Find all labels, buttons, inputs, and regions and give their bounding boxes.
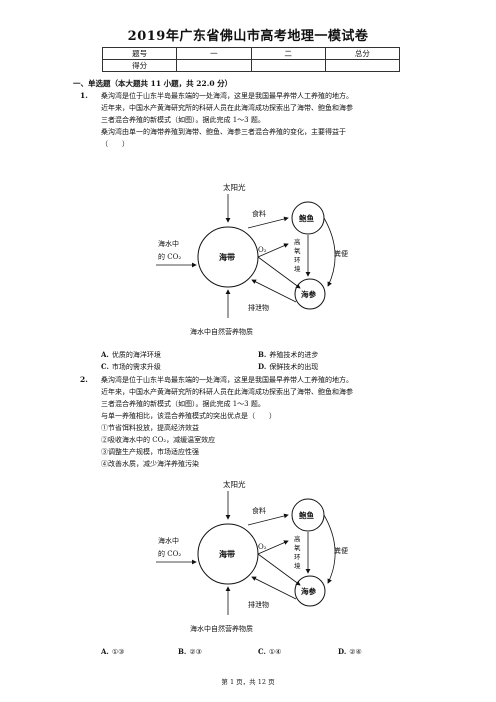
statement-line: ①节省饵料投放，提高经济效益 <box>101 424 199 432</box>
option-letter: B. <box>258 350 267 359</box>
option-letter: A. <box>101 647 109 656</box>
abalone-label: 鲍鱼 <box>299 213 314 223</box>
option-letter: A. <box>101 350 109 359</box>
seawater-co2-label: 的 CO₂ <box>158 549 181 558</box>
section-heading: 一、单选题（本大题共 11 小题，共 22.0 分） <box>73 79 233 88</box>
option-c[interactable]: C.市场的需求升级 <box>101 362 161 372</box>
high-oxygen-label: 高 <box>294 534 301 543</box>
feces-label: 粪便 <box>334 249 348 258</box>
score-table: 题号 一 二 总分 得分 <box>101 47 401 72</box>
kelp-mixed-farming-diagram: 太阳光 海水中 的 CO₂ 海带 食料 O₂ 鲍鱼 高 氧 环 境 粪便 海参 … <box>156 182 348 336</box>
table-row: 题号 一 二 总分 <box>101 47 401 60</box>
feed-arrow <box>247 513 289 526</box>
option-text: 优质的海洋环境 <box>111 351 161 359</box>
high-oxygen-label: 环 <box>294 256 301 264</box>
o2-label: O₂ <box>258 543 267 551</box>
option-letter: D. <box>338 647 347 656</box>
statement-line: ③调整生产规模，市场适应性强 <box>101 448 199 456</box>
o2-arrow-to-abalone <box>257 243 289 258</box>
o2-arrow-to-sea-cucumber <box>257 553 301 586</box>
option-text: 市场的需求升级 <box>111 363 161 371</box>
question-number: 2. <box>80 375 88 384</box>
o2-label: O₂ <box>258 246 267 254</box>
feed-label: 食料 <box>252 506 266 515</box>
high-oxygen-label: 境 <box>294 264 301 273</box>
high-oxygen-label: 境 <box>294 561 301 570</box>
table-row: 得分 <box>101 59 401 72</box>
page-footer: 第 1 页，共 12 页 <box>221 678 275 686</box>
option-letter: C. <box>101 362 109 371</box>
sea-cucumber-node <box>294 278 326 310</box>
o2-arrow-to-abalone <box>257 540 289 555</box>
seawater-co2-label: 的 CO₂ <box>158 252 181 261</box>
kelp-label: 海带 <box>219 252 235 262</box>
feces-label: 粪便 <box>334 546 348 555</box>
sea-cucumber-node <box>294 575 326 607</box>
option-letter: D. <box>258 362 267 371</box>
option-letter: B. <box>178 647 187 656</box>
option-b[interactable]: B.养殖技术的进步 <box>258 350 318 360</box>
option-text: ②③ <box>189 648 202 656</box>
question-text-line: 桑沟湾由单一的海带养殖到海带、鲍鱼、海参三者混合养殖的变化，主要得益于 <box>101 128 346 136</box>
nutrients-label: 海水中自然营养物质 <box>190 327 253 336</box>
abalone-label: 鲍鱼 <box>299 510 314 520</box>
nutrients-label: 海水中自然营养物质 <box>190 624 253 633</box>
question-number: 1. <box>80 91 88 100</box>
option-text: 养殖技术的进步 <box>269 351 319 359</box>
high-oxygen-label: 氧 <box>294 543 301 552</box>
exam-title: 2019年广东省佛山市高考地理一模试卷 <box>127 29 369 44</box>
high-oxygen-label: 环 <box>294 553 301 561</box>
sunlight-label: 太阳光 <box>223 479 246 489</box>
table-cell <box>250 59 326 72</box>
option-b[interactable]: B.②③ <box>178 647 202 656</box>
question-text-line: 桑沟湾是位于山东半岛最东端的一处海湾，这里是我国最早养带人工养殖的地方。 <box>101 92 353 100</box>
option-text: ①④ <box>268 648 282 656</box>
question-text-line: 桑沟湾是位于山东半岛最东端的一处海湾，这里是我国最早养带人工养殖的地方。 <box>101 376 353 384</box>
option-text: ①③ <box>111 648 125 656</box>
option-a[interactable]: A.①③ <box>101 647 124 656</box>
option-d[interactable]: D.②④ <box>338 647 362 656</box>
option-letter: C. <box>258 647 266 656</box>
high-oxygen-label: 氧 <box>294 246 301 255</box>
table-cell: 得分 <box>101 59 178 72</box>
option-text: ②④ <box>349 648 362 656</box>
question-text-line: 与单一养殖相比，该混合养殖模式的突出优点是（ ） <box>101 412 276 420</box>
option-a[interactable]: A.优质的海洋环境 <box>101 350 161 360</box>
question-text-line: （ ） <box>101 140 129 148</box>
excreta-label: 排泄物 <box>248 600 269 609</box>
table-cell: 总分 <box>324 47 401 60</box>
excreta-arrow <box>251 576 297 600</box>
feces-arrow <box>323 514 336 584</box>
feed-label: 食料 <box>252 209 266 218</box>
sea-cucumber-label: 海参 <box>301 586 316 596</box>
excreta-arrow <box>251 279 297 303</box>
feed-arrow <box>247 216 289 229</box>
high-oxygen-label: 高 <box>294 237 301 246</box>
question-text-line: 三者混合养殖的新模式（如图）。据此完成 1～3 题。 <box>101 116 265 124</box>
o2-arrow-to-sea-cucumber <box>257 256 301 289</box>
seawater-co2-label: 海水中 <box>158 239 179 248</box>
statement-line: ④改善水质，减少海洋养殖污染 <box>101 460 199 468</box>
kelp-label: 海带 <box>219 549 235 559</box>
feces-arrow <box>323 217 336 287</box>
excreta-label: 排泄物 <box>248 303 269 312</box>
sunlight-label: 太阳光 <box>223 182 246 192</box>
option-c[interactable]: C.①④ <box>258 647 281 656</box>
sea-cucumber-label: 海参 <box>301 289 316 299</box>
question-text-line: 近年来，中国水产黄海研究所的科研人员在此海湾成功探索出了海带、鲍鱼和海参 <box>101 104 353 112</box>
table-cell: 题号 <box>101 47 178 60</box>
statement-line: ②吸收海水中的 CO₂，减缓温室效应 <box>101 436 216 444</box>
kelp-mixed-farming-diagram: 太阳光 海水中 的 CO₂ 海带 食料 O₂ 鲍鱼 高 氧 环 境 粪便 海参 … <box>156 479 348 633</box>
seawater-co2-label: 海水中 <box>158 536 179 545</box>
table-cell: 二 <box>250 47 326 60</box>
table-cell <box>324 59 401 72</box>
table-cell <box>176 59 252 72</box>
table-cell: 一 <box>176 47 252 60</box>
option-text: 保鲜技术的出现 <box>269 363 319 371</box>
question-text-line: 近年来，中国水产黄海研究所的科研人员在此海湾成功探索出了海带、鲍鱼和海参 <box>101 388 353 396</box>
question-text-line: 三者混合养殖的新模式（如图）。据此完成 1～3 题。 <box>101 400 265 408</box>
option-d[interactable]: D.保鲜技术的出现 <box>258 362 318 372</box>
